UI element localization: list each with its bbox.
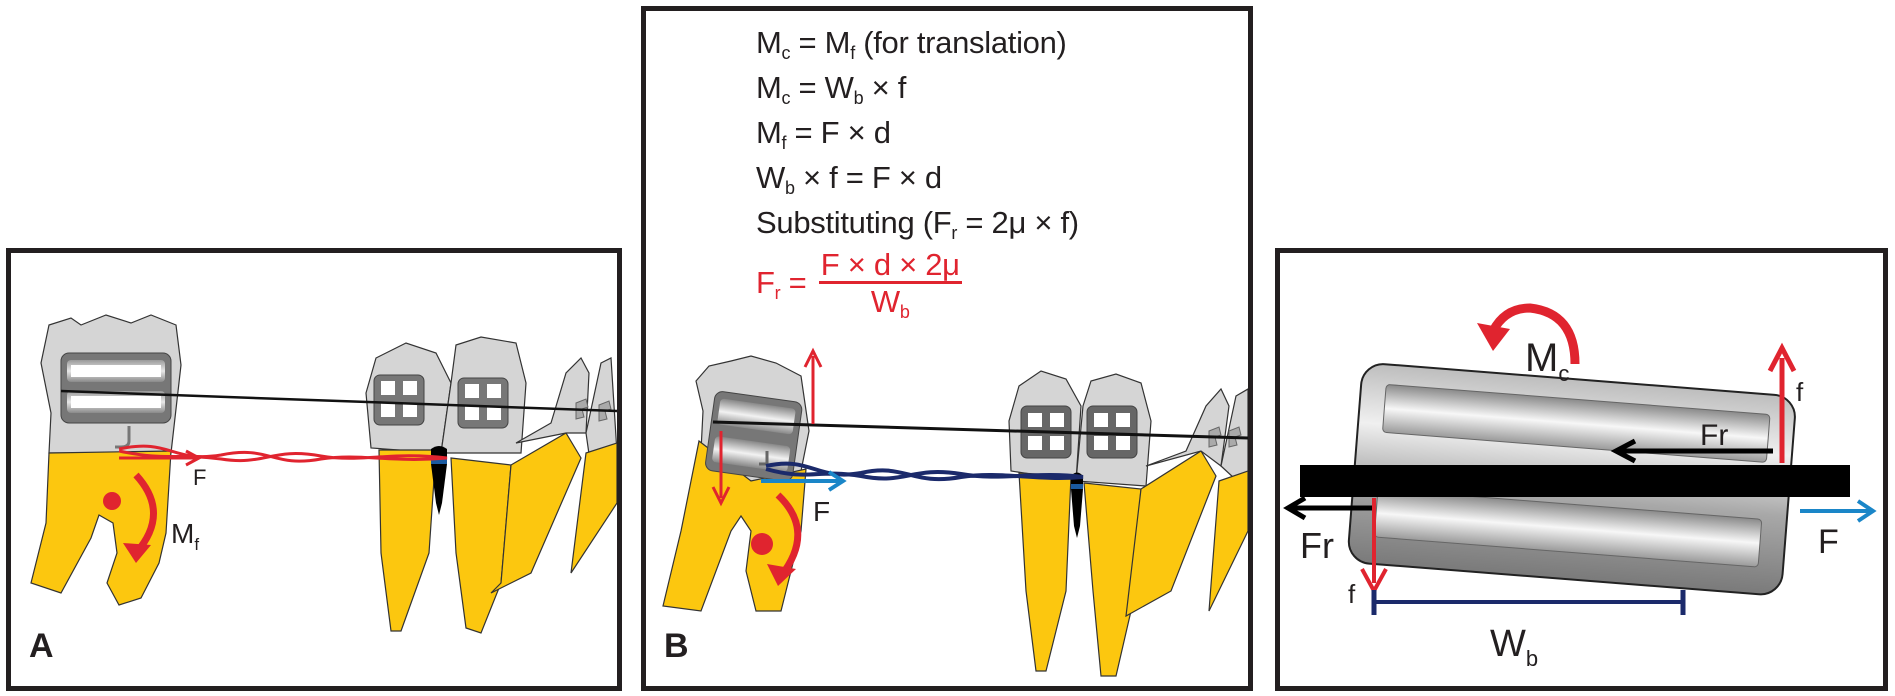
moment-arrow [767, 492, 802, 586]
equation-3: Mf = F × d [756, 115, 891, 153]
friction-arrow-bottom [1283, 495, 1375, 521]
molar-tooth [662, 355, 810, 612]
force-label: F [1818, 523, 1839, 561]
force-label: F [193, 465, 206, 490]
moment-arrow [1477, 303, 1580, 365]
mini-implant [1071, 472, 1083, 538]
panel-c-bracket-diagram: Mc f Fr Fr f F [1283, 303, 1877, 671]
couple-label-top: f [1796, 377, 1804, 407]
archwire-cross-section [1300, 465, 1850, 497]
elastic-chain [765, 461, 1084, 482]
center-of-resistance-dot [103, 492, 121, 510]
moment-label: Mf [171, 518, 199, 554]
equation-5: Substituting (Fr = 2μ × f) [756, 205, 1079, 243]
hook-icon [759, 451, 769, 466]
panel-b-illustration: F [662, 347, 1248, 677]
center-of-resistance-dot [751, 533, 773, 555]
equation-2: Mc = Wb × f [756, 70, 907, 108]
fraction: F × d × 2μ Wb [818, 247, 962, 322]
friction-arrow-top [1610, 438, 1773, 464]
couple-arrow-up [803, 347, 823, 424]
premolar-teeth [1008, 370, 1248, 677]
panel-b: Mc = Mf (for translation) Mc = Wb × f Mf… [641, 6, 1253, 691]
equation-1: Mc = Mf (for translation) [756, 25, 1067, 63]
mini-implant [431, 446, 447, 515]
hook-icon [115, 426, 131, 449]
friction-label-top: Fr [1700, 419, 1728, 452]
force-arrow [119, 449, 203, 467]
panel-c: Mc f Fr Fr f F [1275, 248, 1888, 691]
couple-arrow-up [1767, 342, 1797, 463]
moment-arrow [123, 472, 157, 563]
elastic-chain [118, 444, 448, 463]
friction-result-equation: Fr = F × d × 2μ Wb [756, 247, 962, 322]
friction-label-bottom: Fr [1300, 525, 1334, 566]
molar-tube-bracket [705, 391, 803, 482]
bracket-width-label: Wb [1490, 623, 1538, 671]
force-arrow [1800, 499, 1877, 523]
couple-arrow-down [711, 431, 731, 507]
bracket-width-dimension [1371, 590, 1686, 615]
panel-letter-a: A [29, 627, 54, 665]
fraction-numerator: F × d × 2μ [818, 247, 962, 284]
force-arrow [761, 470, 847, 492]
panel-letter-b: B [664, 627, 689, 665]
archwire [712, 420, 1248, 440]
archwire [60, 389, 617, 413]
panel-a: F Mf A [6, 248, 622, 691]
couple-label-bottom: f [1348, 579, 1356, 609]
premolar-brackets [1020, 405, 1242, 459]
force-label: F [813, 496, 830, 527]
fraction-denominator: Wb [870, 284, 910, 322]
molar-tube-bracket [60, 352, 172, 424]
equation-4: Wb × f = F × d [756, 160, 942, 198]
panel-a-illustration: F Mf [30, 314, 617, 634]
premolar-brackets [373, 374, 612, 429]
moment-label: Mc [1525, 336, 1569, 386]
